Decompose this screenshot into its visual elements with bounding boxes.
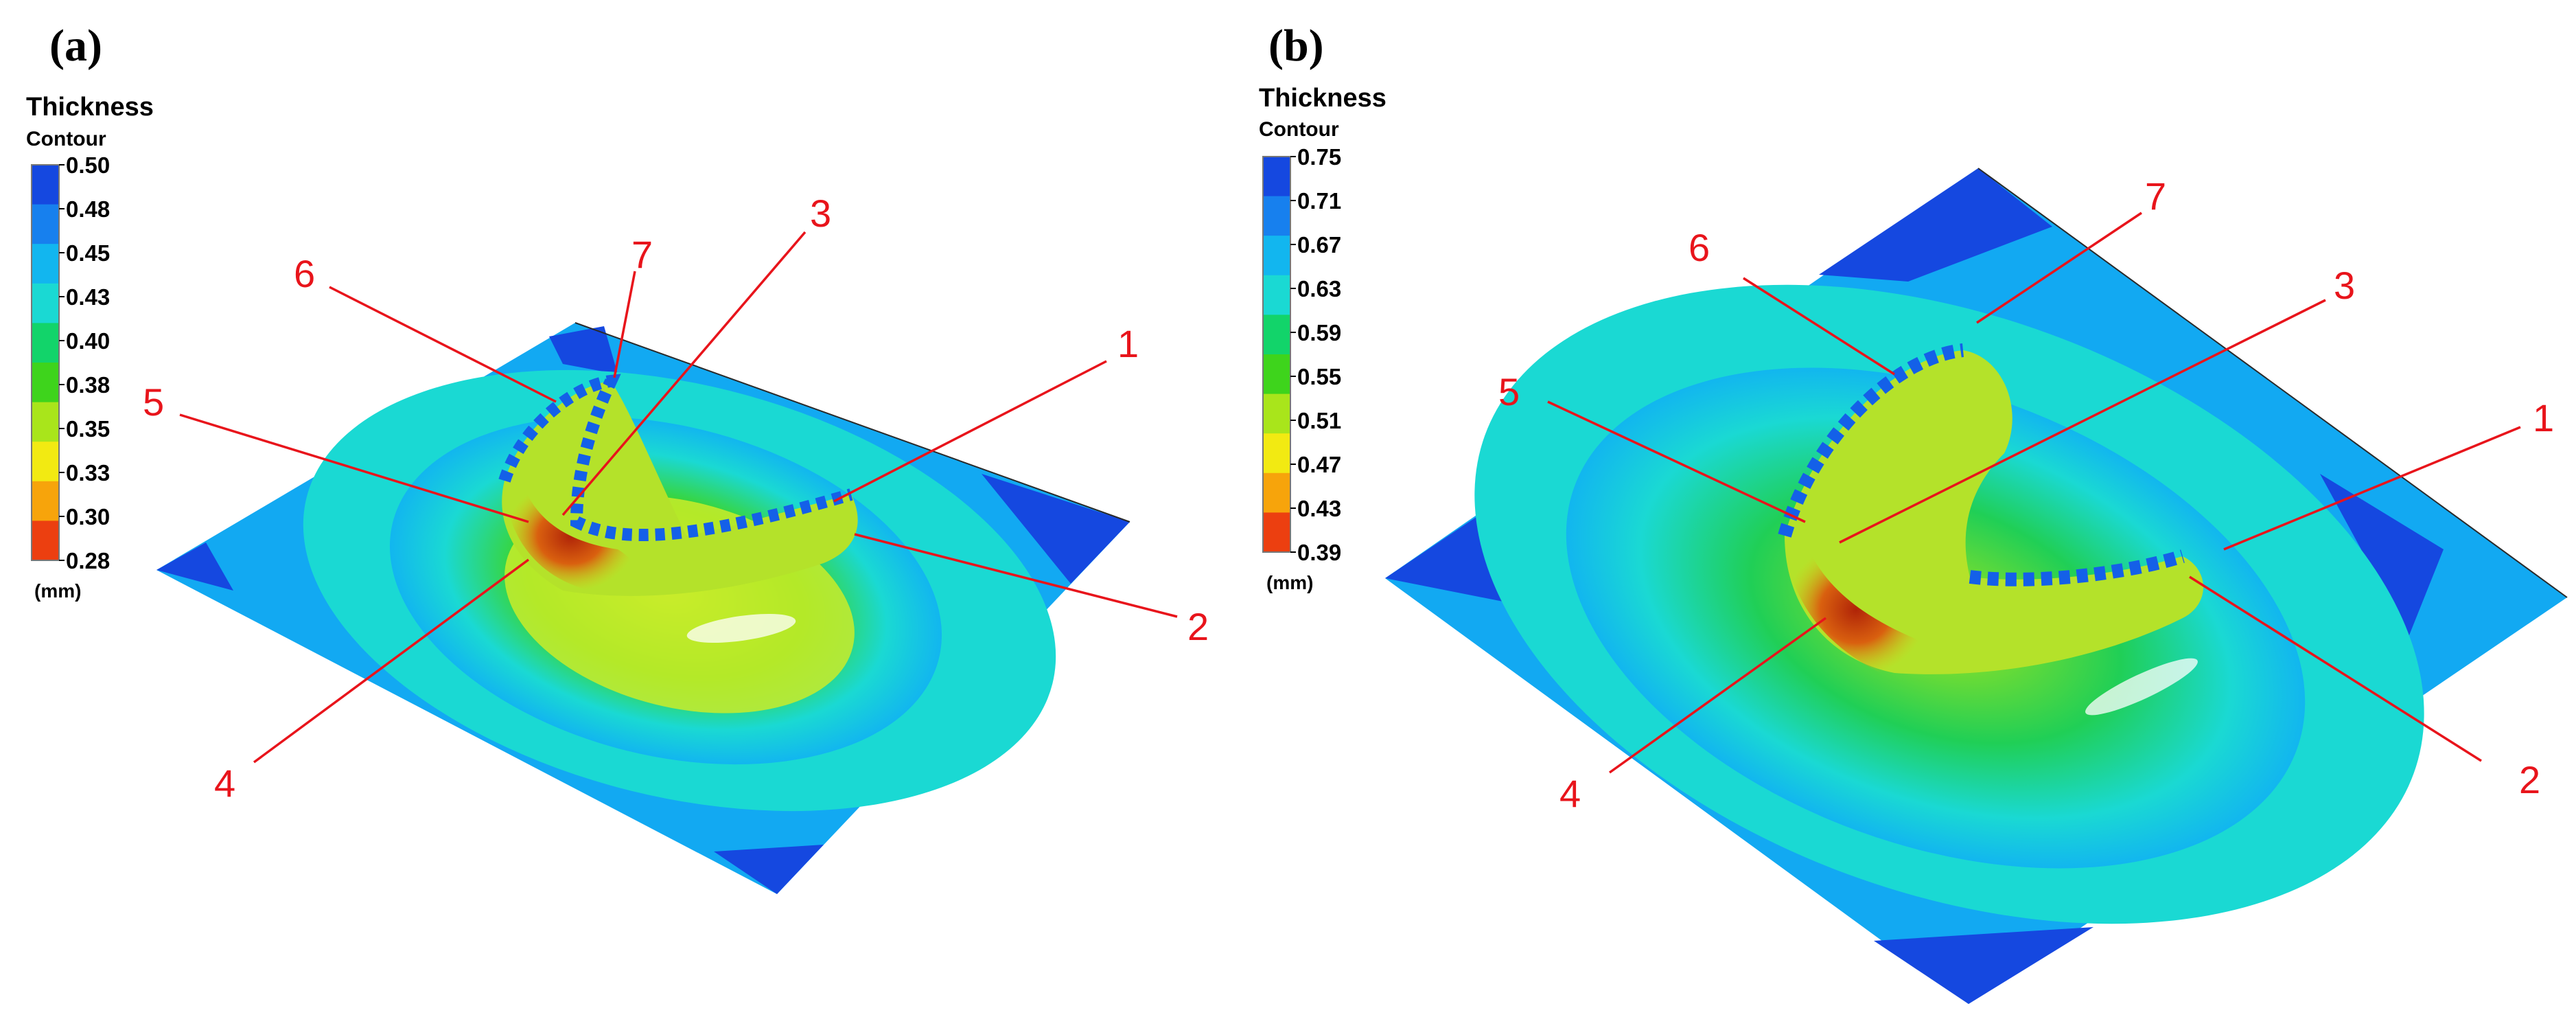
panel-b-legend-tick-8: 0.43 — [1297, 496, 1341, 521]
panel-a-legend-swatch-2 — [32, 244, 59, 284]
panel-a-highlight — [686, 613, 796, 643]
panel-b-callouts: 1 2 3 4 5 6 7 — [1498, 174, 2554, 815]
panel-b-sheet-edge — [1977, 168, 2568, 598]
panel-a-legend-swatch-0 — [32, 165, 59, 205]
panel-b-legend-tick-2: 0.67 — [1297, 232, 1341, 258]
panel-a-corner-right — [982, 474, 1130, 584]
panel-b-callout-3: 3 — [2334, 264, 2355, 307]
panel-a-legend-swatch-7 — [32, 442, 59, 482]
panel-b-legend-swatch-4 — [1263, 315, 1290, 355]
panel-b-callout-7: 7 — [2145, 174, 2166, 218]
panel-b-legend-tick-7: 0.47 — [1297, 452, 1341, 477]
panel-b-legend-subtitle: Contour — [1259, 118, 1339, 141]
panel-b-label: (b) — [1268, 21, 1324, 71]
panel-b-corner-bottom — [1874, 927, 2093, 1004]
panel-a-legend-subtitle: Contour — [26, 128, 106, 150]
panel-a-legend-tick-9: 0.28 — [66, 548, 110, 573]
panel-b-legend-swatch-5 — [1263, 354, 1290, 395]
panel-b-callout-2: 2 — [2519, 758, 2540, 801]
panel-a-legend-tick-6: 0.35 — [66, 416, 110, 442]
panel-b-highlight — [2085, 658, 2198, 716]
panel-a-corner-bottom — [714, 845, 824, 894]
panel-b: (b) Thickness Contour 0.750.710.670.630.… — [1259, 21, 2568, 1004]
panel-a-callout-4: 4 — [214, 762, 235, 805]
panel-a-callout-7: 7 — [631, 233, 653, 276]
panel-b-legend-tick-4: 0.59 — [1297, 320, 1341, 345]
panel-b-dome — [1785, 350, 2203, 674]
panel-a-legend-tick-8: 0.30 — [66, 504, 110, 529]
panel-b-legend-swatch-7 — [1263, 433, 1290, 474]
panel-b-legend-unit: (mm) — [1266, 572, 1313, 593]
panel-b-legend-swatch-1 — [1263, 196, 1290, 236]
panel-a-thin-zone — [504, 481, 637, 592]
panel-b-dome-rim — [1778, 343, 2185, 586]
panel-b-legend-swatch-3 — [1263, 275, 1290, 315]
panel-a-callout-6: 6 — [294, 252, 315, 295]
panel-a-legend-tick-0: 0.50 — [66, 152, 110, 178]
panel-a-callout-2: 2 — [1187, 605, 1209, 648]
panel-a-legend-unit: (mm) — [34, 580, 81, 602]
panel-b-legend-frame — [1262, 156, 1291, 553]
panel-b-sheet — [1385, 168, 2568, 1004]
panel-a-legend-tick-5: 0.38 — [66, 372, 110, 398]
panel-a-legend-frame — [31, 164, 60, 561]
panel-a-sheet-edge — [575, 322, 1130, 523]
panel-a-callout-1: 1 — [1117, 322, 1139, 365]
panel-b-colorbar: 0.75 0.71 0.67 0.63 0.59 0.55 0.51 0.47 0.43 0.39 — [1262, 144, 1341, 565]
panel-a-legend-title: Thickness — [26, 93, 154, 122]
panel-a-legend-swatch-3 — [32, 283, 59, 323]
panel-a-callout-3: 3 — [810, 192, 831, 235]
panel-b-callout-5: 5 — [1498, 370, 1520, 413]
panel-a-legend-tick-1: 0.48 — [66, 196, 110, 222]
panel-a-legend-swatch-9 — [32, 521, 59, 561]
panel-a-legend-swatch-4 — [32, 323, 59, 363]
panel-a-callouts: 1 2 3 4 5 6 7 — [143, 192, 1209, 805]
panel-b-legend-tick-9: 0.39 — [1297, 540, 1341, 565]
panel-a-legend-swatch-8 — [32, 481, 59, 521]
panel-a-corner-top — [549, 326, 618, 374]
panel-b-legend-tick-0: 0.75 — [1297, 144, 1341, 170]
panel-b-legend-tick-6: 0.51 — [1297, 408, 1341, 433]
panel-a-legend-tick-7: 0.33 — [66, 460, 110, 486]
panel-b-legend: Thickness Contour 0.750.710.670.630.590.… — [1259, 84, 1386, 593]
panel-a-corner-left — [156, 542, 233, 591]
panel-b-legend-swatch-6 — [1263, 393, 1290, 434]
panel-a-legend-swatch-5 — [32, 363, 59, 403]
panel-a-label: (a) — [49, 21, 102, 71]
panel-a-legend-swatch-6 — [32, 402, 59, 442]
panel-b-legend-swatch-2 — [1263, 236, 1290, 276]
panel-b-legend-tick-1: 0.71 — [1297, 188, 1341, 214]
panel-b-callout-6: 6 — [1689, 226, 1710, 269]
panel-a-legend-tick-3: 0.43 — [66, 284, 110, 310]
panel-b-legend-swatch-8 — [1263, 472, 1290, 513]
panel-b-legend-swatch-0 — [1263, 157, 1290, 197]
panel-a-dome-rim — [498, 374, 853, 542]
panel-b-thin-zone — [1785, 542, 1928, 677]
panel-a-sheet — [156, 322, 1130, 894]
panel-a-legend-swatch-1 — [32, 204, 59, 244]
panel-a-legend-tick-4: 0.40 — [66, 328, 110, 354]
panel-b-corner-top — [1819, 168, 2052, 282]
panel-a: (a) Thickness Contour 0.500.480.450.430.… — [26, 21, 1209, 894]
panel-b-legend-tick-5: 0.55 — [1297, 364, 1341, 389]
panel-b-legend-swatch-9 — [1263, 512, 1290, 553]
panel-a-callout-5: 5 — [143, 380, 164, 424]
panel-a-colorbar: 0.50 0.48 0.45 0.43 0.40 0.38 0.35 0.33 0.30 0.28 — [31, 152, 110, 573]
panel-a-legend-tick-2: 0.45 — [66, 240, 110, 266]
panel-a-dome — [502, 381, 858, 596]
panel-b-callout-1: 1 — [2533, 396, 2554, 439]
panel-a-legend: Thickness Contour 0.500.480.450.430.400.… — [26, 93, 154, 602]
panel-b-legend-tick-3: 0.63 — [1297, 276, 1341, 301]
panel-b-callout-4: 4 — [1559, 772, 1581, 815]
panel-b-legend-title: Thickness — [1259, 84, 1386, 113]
